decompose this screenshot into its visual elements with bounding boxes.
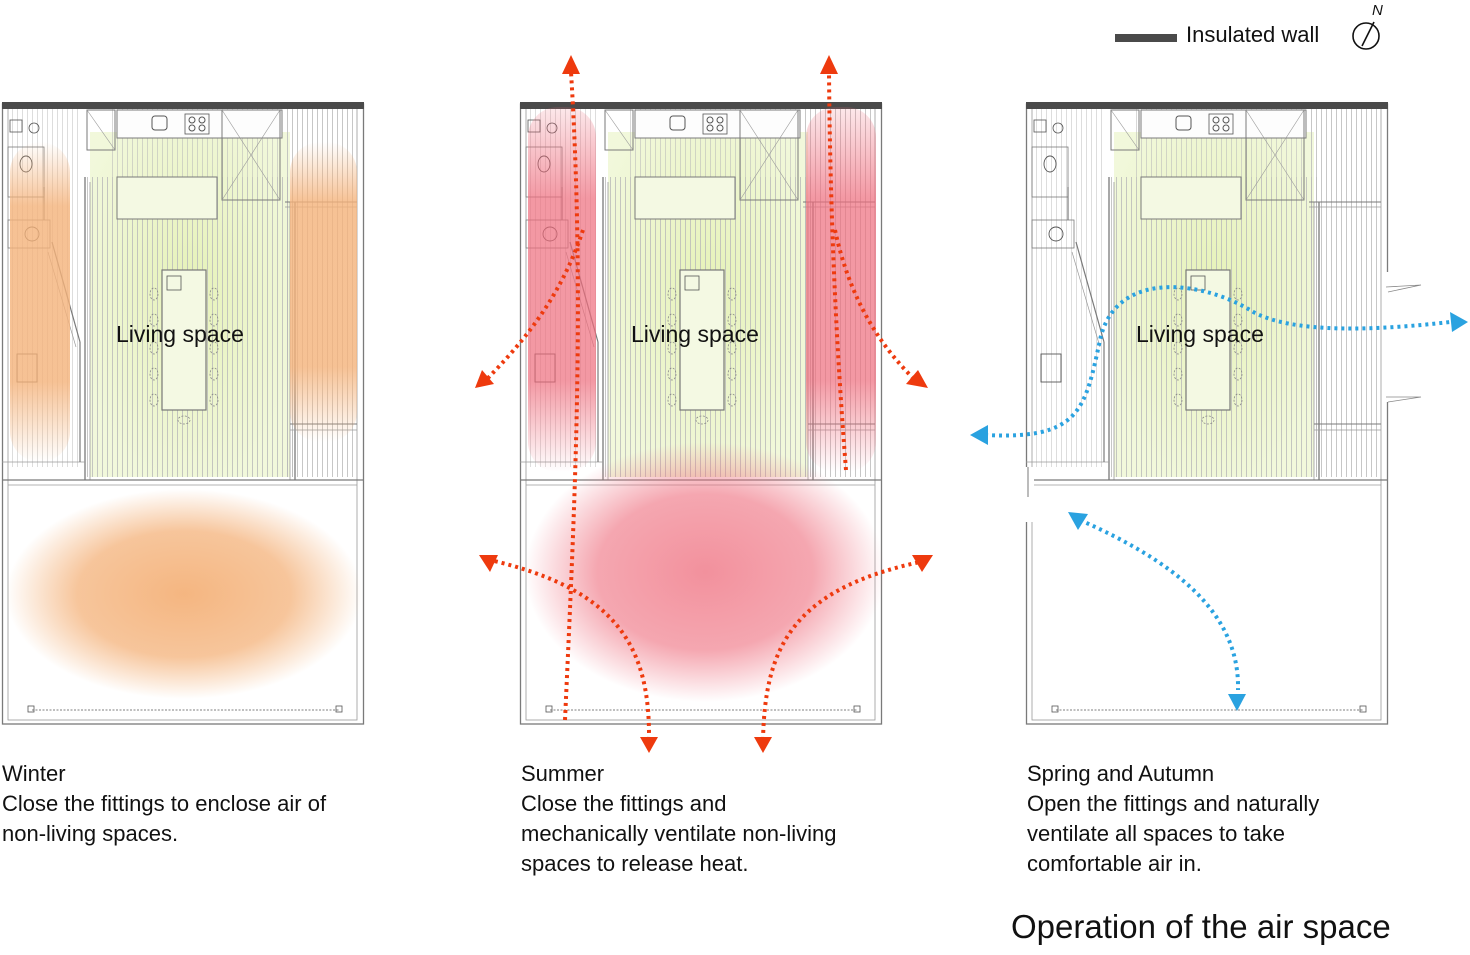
summer-living-space-label: Living space [631,321,759,347]
diagram-title: Operation of the air space [1011,908,1391,945]
heat-arrow-left-up [563,71,580,721]
breeze-arrows [984,285,1451,691]
north-arrow-icon [1352,21,1380,50]
arrowhead-bottom-right [912,555,933,572]
breeze-arrowhead-top [1068,512,1088,530]
heat-arrow-left-out [486,229,585,380]
arrowhead-bottom-left [479,555,498,572]
winter-caption-season: Winter [2,761,66,786]
breeze-arrowhead-right [1450,312,1468,332]
winter-panel [1,101,365,725]
winter-caption: Winter Close the fittings to enclose air… [2,759,326,849]
winter-caption-line-2: non-living spaces. [2,821,179,846]
insulated-wall-swatch [1115,34,1177,42]
heat-arrow-right-out [833,229,915,380]
summer-caption-line-2: mechanically ventilate non-living [521,821,837,846]
heat-arrow-bottom-left [489,558,652,741]
breeze-arrow-terrace [1079,518,1241,691]
arrowhead-up-right [820,55,838,74]
summer-heat-arrows [486,71,921,741]
spring-autumn-caption-line-2: ventilate all spaces to take [1027,821,1286,846]
spring-autumn-caption-line-3: comfortable air in. [1027,851,1202,876]
spring-autumn-caption-season: Spring and Autumn [1027,761,1215,786]
arrowhead-up-left [562,55,580,74]
winter-warm-air-left [10,142,70,462]
north-label: N [1372,2,1383,19]
winter-caption-line-1: Close the fittings to enclose air of [2,791,327,816]
spring-autumn-caption: Spring and Autumn Open the fittings and … [1027,759,1319,879]
spring-autumn-floor-plan [1025,101,1389,725]
breeze-arrowhead-left [970,425,988,445]
breeze-arrowhead-down [1228,694,1246,711]
summer-arrowheads [475,55,933,753]
summer-hot-air-left [528,107,596,472]
summer-caption-line-3: spaces to release heat. [521,851,749,876]
summer-hot-air-right [806,107,876,472]
winter-warm-air-terrace [6,489,362,699]
arrowhead-down-right [754,737,772,753]
summer-caption-season: Summer [521,761,605,786]
arrowhead-left [475,370,494,388]
summer-hot-air-terrace [525,442,885,702]
spring-autumn-caption-line-1: Open the fittings and naturally [1027,791,1320,816]
summer-caption-line-1: Close the fittings and [521,791,727,816]
winter-warm-air-right [290,142,357,442]
breeze-arrow-through-living [984,285,1451,438]
heat-arrow-right-up [827,71,848,471]
arrowhead-right [906,370,928,388]
insulated-wall-label: Insulated wall [1186,22,1320,47]
arrowhead-down-left [640,737,658,753]
breeze-arrowheads [970,312,1468,711]
spring-autumn-panel [1024,101,1422,725]
spring-autumn-living-space-label: Living space [1136,321,1264,347]
heat-arrow-bottom-right [761,560,921,741]
winter-living-space-label: Living space [116,321,244,347]
summer-panel [519,101,885,725]
summer-caption: Summer Close the fittings and mechanical… [521,759,837,879]
